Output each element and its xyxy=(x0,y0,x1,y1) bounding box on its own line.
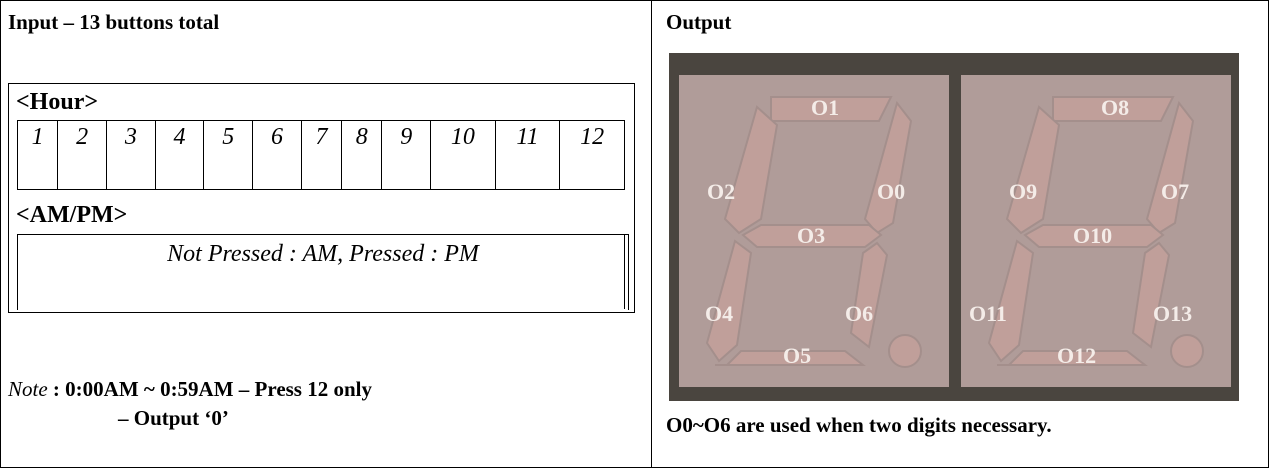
hour-button-2[interactable]: 2 xyxy=(57,120,107,190)
label-o8: O8 xyxy=(1101,95,1129,120)
segment-o9-shape xyxy=(1005,105,1061,235)
hour-label: <Hour> xyxy=(16,89,99,115)
segment-o8-shape xyxy=(1052,96,1175,122)
segment-o11-shape xyxy=(987,239,1035,363)
hour-button-11[interactable]: 11 xyxy=(494,120,561,190)
note-line-2: – Output ‘0’ xyxy=(118,406,229,430)
label-o9: O9 xyxy=(1009,179,1037,204)
input-heading: Input – 13 buttons total xyxy=(8,10,220,34)
segment-o6-shape xyxy=(849,241,889,349)
label-o12: O12 xyxy=(1057,343,1096,368)
label-o5: O5 xyxy=(783,343,811,368)
label-o0: O0 xyxy=(877,179,905,204)
label-o11: O11 xyxy=(969,301,1007,326)
hour-buttons-table: 1 2 3 4 5 6 7 8 9 10 11 12 xyxy=(16,120,625,190)
digit-2: O8 O9 O7 O10 O11 O13 O12 xyxy=(961,75,1231,387)
note-line-1: Note : 0:00AM ~ 0:59AM – Press 12 only xyxy=(8,372,372,406)
hour-button-7[interactable]: 7 xyxy=(300,120,343,190)
input-panel: <Hour> 1 2 3 4 5 6 7 8 9 10 11 12 <AM/PM… xyxy=(8,83,635,313)
segment-o5-shape xyxy=(715,350,866,366)
segment-o2-shape xyxy=(723,105,779,235)
decimal-point-2 xyxy=(1170,334,1204,368)
note-word: Note xyxy=(8,377,48,401)
hour-button-9[interactable]: 9 xyxy=(381,120,432,190)
hour-button-3[interactable]: 3 xyxy=(105,120,156,190)
digit-1: O1 O2 O0 O3 O4 O6 O5 xyxy=(679,75,949,387)
hour-button-12[interactable]: 12 xyxy=(559,120,625,190)
ampm-box-edge xyxy=(624,234,629,309)
output-heading: Output xyxy=(666,10,732,34)
seven-segment-display-photo: O1 O2 O0 O3 O4 O6 O5 O8 O9 O7 O10 O11 xyxy=(669,53,1239,401)
decimal-point-1 xyxy=(888,334,922,368)
segment-o12-shape xyxy=(997,350,1148,366)
label-o6: O6 xyxy=(845,301,873,326)
hour-button-4[interactable]: 4 xyxy=(154,120,205,190)
ampm-button[interactable]: Not Pressed : AM, Pressed : PM xyxy=(17,234,629,310)
note-text: : 0:00AM ~ 0:59AM – Press 12 only xyxy=(47,377,372,401)
label-o7: O7 xyxy=(1161,179,1189,204)
segment-o1-shape xyxy=(770,96,893,122)
hour-button-6[interactable]: 6 xyxy=(252,120,302,190)
column-divider xyxy=(651,0,652,468)
hour-button-8[interactable]: 8 xyxy=(341,120,383,190)
label-o1: O1 xyxy=(811,95,839,120)
label-o3: O3 xyxy=(797,223,825,248)
segment-o4-shape xyxy=(705,239,753,363)
label-o10: O10 xyxy=(1073,223,1112,248)
segment-o10-shape xyxy=(1023,224,1165,248)
ampm-label: <AM/PM> xyxy=(16,202,128,228)
output-footer-note: O0~O6 are used when two digits necessary… xyxy=(666,413,1052,437)
ampm-text: Not Pressed : AM, Pressed : PM xyxy=(167,241,479,267)
hour-button-10[interactable]: 10 xyxy=(430,120,496,190)
segment-o0-shape xyxy=(863,100,913,235)
hour-button-1[interactable]: 1 xyxy=(16,120,59,190)
label-o13: O13 xyxy=(1153,301,1192,326)
segment-o3-shape xyxy=(741,224,883,248)
hour-button-5[interactable]: 5 xyxy=(203,120,254,190)
segment-o7-shape xyxy=(1145,100,1195,235)
segment-o13-shape xyxy=(1131,241,1171,349)
label-o4: O4 xyxy=(705,301,733,326)
label-o2: O2 xyxy=(707,179,735,204)
